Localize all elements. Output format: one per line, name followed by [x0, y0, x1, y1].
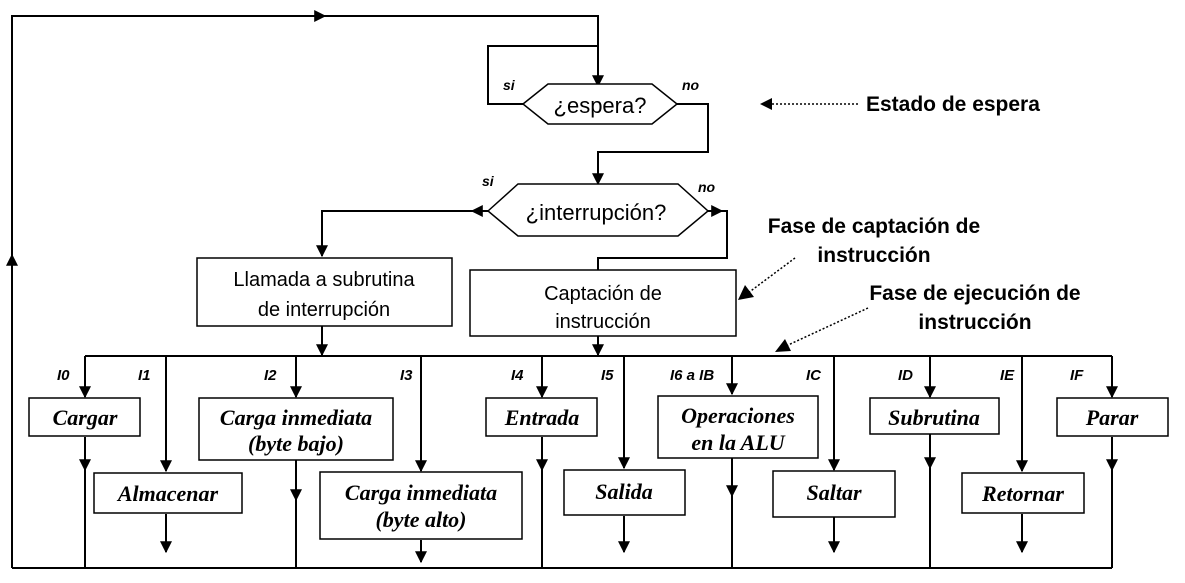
interrupt-yes-connector	[316, 205, 488, 258]
wait-state-label: Estado de espera	[866, 93, 1040, 116]
op-cargar-box	[28, 397, 141, 437]
opcode-i2: I2	[264, 367, 277, 384]
dispatch-branches	[79, 356, 1118, 473]
op-parar-label: Parar	[1085, 405, 1139, 430]
op-retornar-box	[961, 472, 1085, 514]
opcode-i6-ib: I6 a IB	[670, 367, 714, 384]
wait-loop-connector	[487, 45, 598, 105]
op-salida-box	[563, 469, 686, 516]
opcode-i4: I4	[511, 367, 524, 384]
interrupt-no-label: no	[698, 179, 716, 195]
opcode-i1: I1	[138, 367, 151, 384]
op-carga-bajo-line2: (byte bajo)	[248, 431, 344, 456]
op-parar-box	[1056, 397, 1169, 437]
op-subrutina-box	[869, 397, 1000, 435]
interrupt-no-connector	[597, 205, 728, 270]
op-carga-alto-box	[319, 471, 523, 540]
wait-decision-label: ¿espera?	[554, 93, 647, 118]
op-carga-alto-line2: (byte alto)	[375, 507, 466, 532]
op-cargar-label: Cargar	[53, 405, 118, 430]
main-loop-connector	[5, 10, 604, 568]
op-almacenar-box	[93, 472, 243, 514]
exec-phase-annotation	[775, 307, 869, 352]
op-retornar-label: Retornar	[981, 481, 1064, 506]
op-almacenar-label: Almacenar	[116, 481, 219, 506]
fetch-phase-label-line1: Fase de captación de	[768, 215, 980, 238]
interrupt-subroutine-box	[196, 257, 453, 327]
interrupt-yes-label: si	[482, 173, 495, 189]
return-branches	[79, 434, 1118, 568]
opcode-if: IF	[1070, 367, 1084, 384]
interrupt-subroutine-line1: Llamada a subrutina	[233, 269, 415, 291]
op-entrada-box	[485, 397, 598, 437]
op-subrutina-label: Subrutina	[888, 405, 980, 430]
fetch-phase-annotation	[738, 257, 796, 300]
interrupt-subroutine-line2: de interrupción	[258, 299, 390, 321]
opcode-i3: I3	[400, 367, 413, 384]
op-entrada-label: Entrada	[504, 405, 580, 430]
exec-phase-label-line1: Fase de ejecución de	[869, 282, 1080, 305]
opcode-id: ID	[898, 367, 913, 384]
opcode-i5: I5	[601, 367, 614, 384]
op-carga-bajo-line1: Carga inmediata	[220, 405, 372, 430]
interrupt-decision-label: ¿interrupción?	[526, 200, 667, 225]
op-carga-alto-line1: Carga inmediata	[345, 480, 497, 505]
op-saltar-box	[772, 470, 896, 518]
opcode-i0: I0	[57, 367, 70, 384]
op-saltar-label: Saltar	[806, 480, 861, 505]
opcode-ie: IE	[1000, 367, 1015, 384]
fetch-box-line2: instrucción	[555, 311, 651, 333]
exec-phase-label-line2: instrucción	[918, 311, 1031, 334]
op-alu-box	[657, 395, 819, 459]
fetch-box	[469, 269, 737, 337]
wait-no-label: no	[682, 77, 700, 93]
fetch-phase-label-line2: instrucción	[817, 244, 930, 267]
op-salida-label: Salida	[595, 479, 652, 504]
wait-state-annotation	[760, 98, 858, 110]
fetch-box-line1: Captación de	[544, 283, 662, 305]
op-alu-line2: en la ALU	[691, 430, 785, 455]
wait-to-interrupt-connector	[592, 103, 709, 186]
op-alu-line1: Operaciones	[681, 403, 795, 428]
opcode-ic: IC	[806, 367, 822, 384]
wait-yes-label: si	[503, 77, 516, 93]
op-carga-bajo-box	[198, 397, 394, 461]
